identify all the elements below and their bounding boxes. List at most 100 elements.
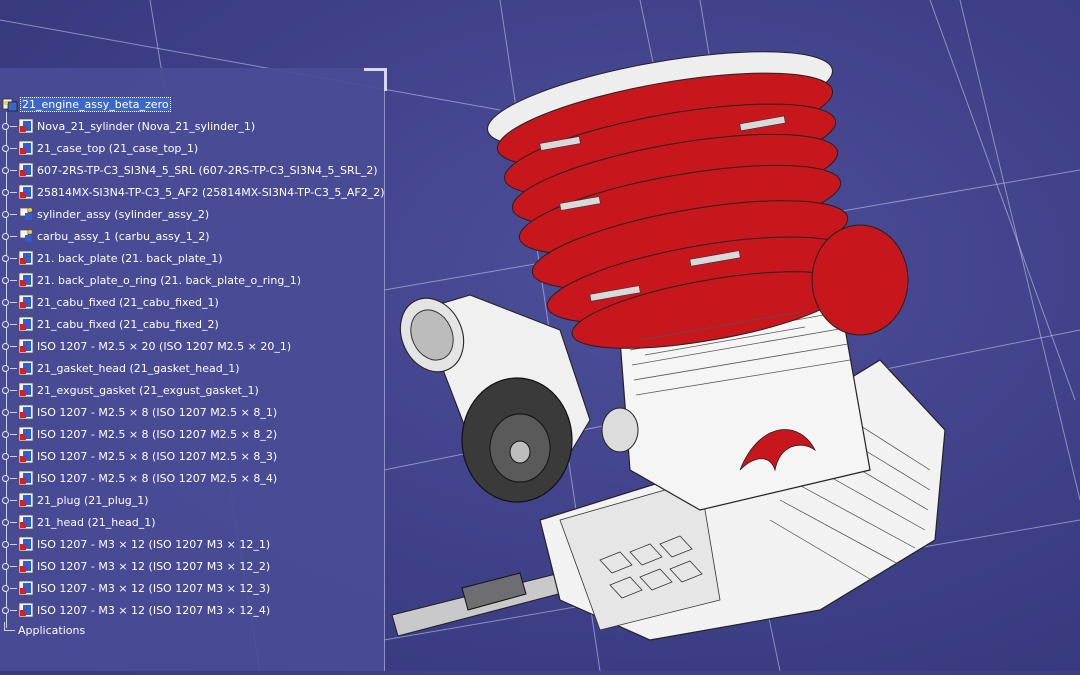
tree-item[interactable]: 21_plug (21_plug_1) (0, 490, 150, 510)
tree-item-label: ISO 1207 - M3 × 12 (ISO 1207 M3 × 12_4) (37, 603, 271, 617)
tree-item-label: 607-2RS-TP-C3_SI3N4_5_SRL (607-2RS-TP-C3… (37, 163, 378, 177)
part-icon (18, 514, 34, 530)
expand-toggle[interactable] (2, 188, 9, 196)
assembly-root-icon (2, 98, 18, 112)
tree-panel-corner (364, 68, 387, 91)
part-icon (18, 382, 34, 398)
expand-toggle[interactable] (2, 342, 9, 350)
tree-item-label: 21_head (21_head_1) (37, 515, 156, 529)
expand-toggle[interactable] (2, 210, 9, 218)
part-icon (18, 470, 34, 486)
specification-tree-panel (0, 68, 385, 671)
expand-toggle[interactable] (2, 276, 9, 284)
part-icon (18, 272, 34, 288)
tree-item[interactable]: 21_cabu_fixed (21_cabu_fixed_1) (0, 292, 220, 312)
tree-item-label: 21. back_plate_o_ring (21. back_plate_o_… (37, 273, 302, 287)
tree-root-label: 21_engine_assy_beta_zero (20, 96, 171, 112)
tree-item[interactable]: ISO 1207 - M3 × 12 (ISO 1207 M3 × 12_4) (0, 600, 271, 620)
expand-toggle[interactable] (2, 408, 9, 416)
expand-toggle[interactable] (2, 254, 9, 262)
tree-item[interactable]: carbu_assy_1 (carbu_assy_1_2) (0, 226, 211, 246)
expand-toggle[interactable] (2, 474, 9, 482)
tree-root-node[interactable]: 21_engine_assy_beta_zero (2, 94, 171, 114)
tree-item-label: 21_gasket_head (21_gasket_head_1) (37, 361, 240, 375)
part-icon (18, 184, 34, 200)
cylinder-cooling-fins (487, 51, 909, 356)
expand-toggle[interactable] (2, 232, 9, 240)
tree-item[interactable]: ISO 1207 - M2.5 × 8 (ISO 1207 M2.5 × 8_3… (0, 446, 278, 466)
tree-item-label: ISO 1207 - M2.5 × 8 (ISO 1207 M2.5 × 8_1… (37, 405, 278, 419)
tree-item-label: 21_plug (21_plug_1) (37, 493, 149, 507)
tree-item[interactable]: 21. back_plate_o_ring (21. back_plate_o_… (0, 270, 302, 290)
tree-item[interactable]: Nova_21_sylinder (Nova_21_sylinder_1) (0, 116, 256, 136)
tree-item[interactable]: 25814MX-SI3N4-TP-C3_5_AF2 (25814MX-SI3N4… (0, 182, 386, 202)
tree-item-label: ISO 1207 - M2.5 × 8 (ISO 1207 M2.5 × 8_4… (37, 471, 278, 485)
tree-item-label: 21_case_top (21_case_top_1) (37, 141, 199, 155)
carburetor (399, 294, 639, 503)
expand-toggle[interactable] (2, 386, 9, 394)
part-icon (18, 580, 34, 596)
part-icon (18, 294, 34, 310)
expand-toggle[interactable] (2, 320, 9, 328)
tree-item[interactable]: sylinder_assy (sylinder_assy_2) (0, 204, 210, 224)
tree-item[interactable]: ISO 1207 - M3 × 12 (ISO 1207 M3 × 12_1) (0, 534, 271, 554)
expand-toggle[interactable] (2, 144, 9, 152)
part-icon (18, 250, 34, 266)
tree-item-label: 25814MX-SI3N4-TP-C3_5_AF2 (25814MX-SI3N4… (37, 185, 385, 199)
expand-toggle[interactable] (2, 496, 9, 504)
tree-item[interactable]: ISO 1207 - M2.5 × 20 (ISO 1207 M2.5 × 20… (0, 336, 292, 356)
tree-item-label: sylinder_assy (sylinder_assy_2) (37, 207, 210, 221)
part-icon (18, 558, 34, 574)
part-icon (18, 162, 34, 178)
tree-item-label: 21_exgust_gasket (21_exgust_gasket_1) (37, 383, 259, 397)
expand-toggle[interactable] (2, 122, 9, 130)
tree-item[interactable]: ISO 1207 - M2.5 × 8 (ISO 1207 M2.5 × 8_1… (0, 402, 278, 422)
applications-label: Applications (18, 623, 86, 637)
tree-item-label: ISO 1207 - M2.5 × 8 (ISO 1207 M2.5 × 8_2… (37, 427, 278, 441)
tree-item[interactable]: ISO 1207 - M2.5 × 8 (ISO 1207 M2.5 × 8_2… (0, 424, 278, 444)
expand-toggle[interactable] (2, 298, 9, 306)
tree-item-label: Nova_21_sylinder (Nova_21_sylinder_1) (37, 119, 256, 133)
tree-item[interactable]: 21. back_plate (21. back_plate_1) (0, 248, 224, 268)
part-icon (18, 140, 34, 156)
tree-item[interactable]: ISO 1207 - M2.5 × 8 (ISO 1207 M2.5 × 8_4… (0, 468, 278, 488)
tree-item-label: ISO 1207 - M3 × 12 (ISO 1207 M3 × 12_3) (37, 581, 271, 595)
part-icon (18, 492, 34, 508)
expand-toggle[interactable] (2, 606, 9, 614)
tree-item-label: carbu_assy_1 (carbu_assy_1_2) (37, 229, 210, 243)
tree-item-label: 21_cabu_fixed (21_cabu_fixed_2) (37, 317, 219, 331)
tree-item[interactable]: 607-2RS-TP-C3_SI3N4_5_SRL (607-2RS-TP-C3… (0, 160, 379, 180)
expand-toggle[interactable] (2, 540, 9, 548)
tree-item[interactable]: ISO 1207 - M3 × 12 (ISO 1207 M3 × 12_2) (0, 556, 271, 576)
tree-item[interactable]: 21_head (21_head_1) (0, 512, 157, 532)
part-icon (18, 426, 34, 442)
subassembly-icon (19, 229, 32, 242)
tree-item[interactable]: 21_gasket_head (21_gasket_head_1) (0, 358, 241, 378)
part-icon (18, 338, 34, 354)
tree-item[interactable]: 21_cabu_fixed (21_cabu_fixed_2) (0, 314, 220, 334)
tree-item-label: 21_cabu_fixed (21_cabu_fixed_1) (37, 295, 219, 309)
tree-item[interactable]: 21_case_top (21_case_top_1) (0, 138, 199, 158)
tree-item-label: ISO 1207 - M2.5 × 8 (ISO 1207 M2.5 × 8_3… (37, 449, 278, 463)
part-icon (18, 316, 34, 332)
part-icon (18, 404, 34, 420)
expand-toggle[interactable] (2, 364, 9, 372)
part-icon (18, 360, 34, 376)
expand-toggle[interactable] (2, 584, 9, 592)
expand-toggle[interactable] (2, 430, 9, 438)
tree-applications-node[interactable]: Applications (4, 620, 86, 640)
part-icon (18, 448, 34, 464)
expand-toggle[interactable] (2, 166, 9, 174)
expand-toggle[interactable] (2, 562, 9, 570)
tree-item[interactable]: ISO 1207 - M3 × 12 (ISO 1207 M3 × 12_3) (0, 578, 271, 598)
tree-item[interactable]: 21_exgust_gasket (21_exgust_gasket_1) (0, 380, 260, 400)
tree-item-label: ISO 1207 - M3 × 12 (ISO 1207 M3 × 12_1) (37, 537, 271, 551)
tree-item-label: ISO 1207 - M3 × 12 (ISO 1207 M3 × 12_2) (37, 559, 271, 573)
expand-toggle[interactable] (2, 452, 9, 460)
expand-toggle[interactable] (2, 518, 9, 526)
part-icon (18, 118, 34, 134)
tree-item-label: 21. back_plate (21. back_plate_1) (37, 251, 223, 265)
tree-item-label: ISO 1207 - M2.5 × 20 (ISO 1207 M2.5 × 20… (37, 339, 292, 353)
